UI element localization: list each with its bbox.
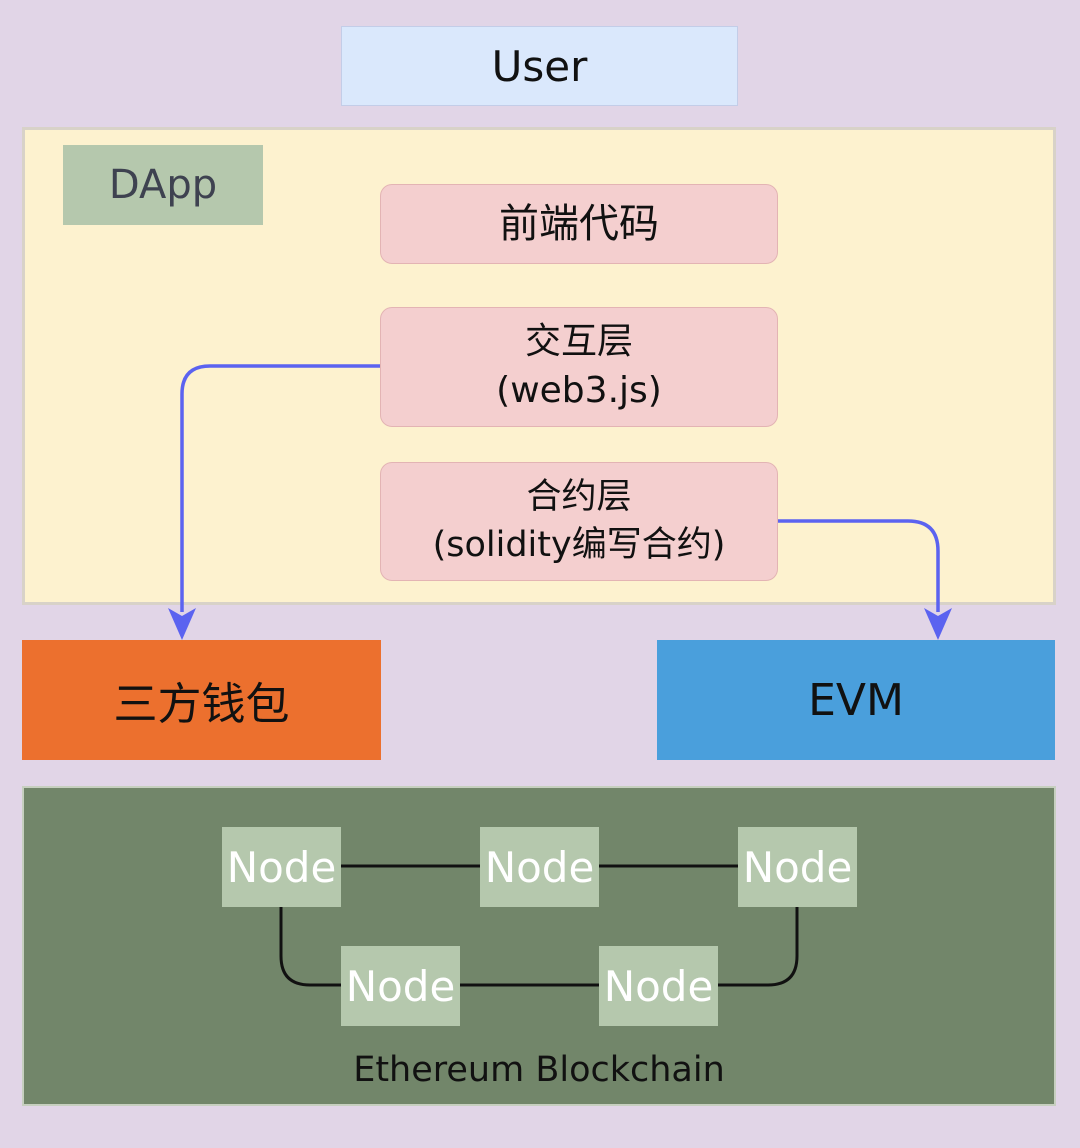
node-4-label: Node bbox=[345, 961, 456, 1011]
interaction-layer-subtitle: (web3.js) bbox=[496, 370, 662, 411]
link-node1-node4 bbox=[279, 906, 341, 987]
user-label: User bbox=[491, 41, 588, 91]
contract-layer-title: 合约层 bbox=[526, 477, 632, 518]
blockchain-label: Ethereum Blockchain bbox=[353, 1050, 725, 1090]
wallet-label: 三方钱包 bbox=[113, 679, 290, 730]
arrowhead-evm bbox=[924, 608, 952, 640]
node-2-label: Node bbox=[484, 842, 595, 892]
node-1: Node bbox=[222, 827, 341, 907]
interaction-layer-box: 交互层 (web3.js) bbox=[380, 307, 778, 427]
frontend-layer-box: 前端代码 bbox=[380, 184, 778, 264]
node-3: Node bbox=[738, 827, 857, 907]
arrow-interaction-to-wallet bbox=[180, 364, 380, 612]
dapp-label-box: DApp bbox=[63, 145, 263, 225]
node-1-label: Node bbox=[226, 842, 337, 892]
node-3-label: Node bbox=[742, 842, 853, 892]
evm-label: EVM bbox=[808, 674, 904, 726]
node-2: Node bbox=[480, 827, 599, 907]
node-5: Node bbox=[599, 946, 718, 1026]
dapp-label: DApp bbox=[108, 162, 218, 208]
arrowhead-wallet bbox=[168, 608, 196, 640]
link-node3-node5 bbox=[718, 906, 799, 987]
interaction-layer-title: 交互层 bbox=[524, 321, 633, 363]
contract-layer-subtitle: (solidity编写合约) bbox=[432, 524, 726, 565]
evm-box: EVM bbox=[657, 640, 1055, 760]
arrow-contract-to-evm bbox=[778, 519, 940, 612]
node-4: Node bbox=[341, 946, 460, 1026]
contract-layer-box: 合约层 (solidity编写合约) bbox=[380, 462, 778, 581]
node-5-label: Node bbox=[603, 961, 714, 1011]
frontend-layer-label: 前端代码 bbox=[499, 201, 659, 247]
user-box: User bbox=[341, 26, 738, 106]
wallet-box: 三方钱包 bbox=[22, 640, 381, 760]
blockchain-label-box: Ethereum Blockchain bbox=[22, 1045, 1056, 1095]
